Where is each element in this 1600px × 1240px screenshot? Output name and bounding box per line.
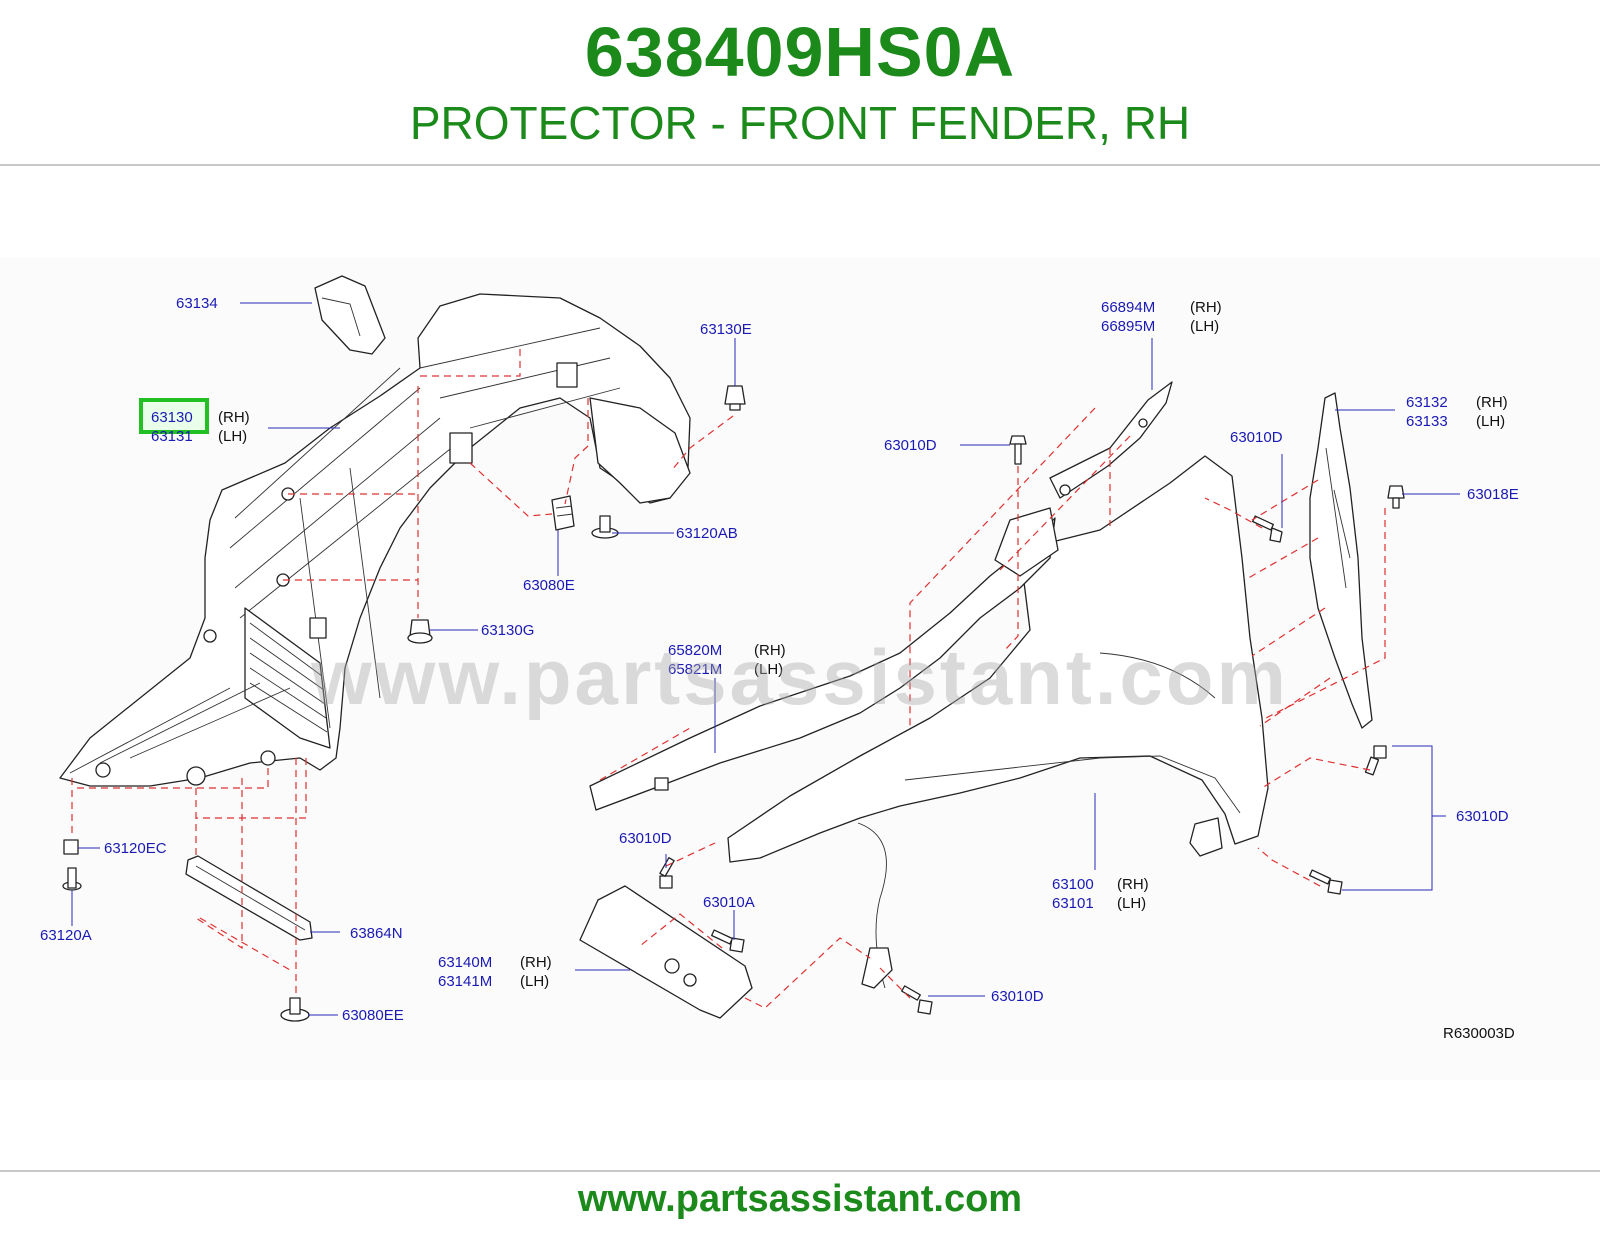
front-fender-drawing xyxy=(579,381,1405,1019)
callout-63080E[interactable]: 63080E xyxy=(523,577,575,594)
callout-63140M[interactable]: 63140M xyxy=(438,954,492,971)
callout-63101[interactable]: 63101 xyxy=(1052,895,1094,912)
callout-63120A[interactable]: 63120A xyxy=(40,927,92,944)
callout-63133[interactable]: 63133 xyxy=(1406,413,1448,430)
footer-website-link[interactable]: www.partsassistant.com xyxy=(577,1178,1023,1220)
callout-63010D[interactable]: 63010D xyxy=(619,830,672,847)
part-name-subtitle: PROTECTOR - FRONT FENDER, RH xyxy=(409,97,1191,149)
callout-63141M[interactable]: 63141M xyxy=(438,973,492,990)
fender-protector-drawing xyxy=(59,275,691,787)
callout-63134[interactable]: 63134 xyxy=(176,295,218,312)
side-lh: (LH) xyxy=(1190,318,1219,335)
watermark-text: www.partsassistant.com xyxy=(311,633,1289,721)
liner-fasteners xyxy=(62,385,746,1022)
exploded-view-drawing: 63134 63130 (RH) 63131 (LH) 63130E 63120… xyxy=(40,275,1519,1042)
diagram-reference-code: R630003D xyxy=(1443,1025,1515,1042)
side-rh: (RH) xyxy=(754,642,786,659)
callout-63100[interactable]: 63100 xyxy=(1052,876,1094,893)
callout-65821M[interactable]: 65821M xyxy=(668,661,722,678)
part-number-title: 638409HS0A xyxy=(584,13,1016,91)
callout-65820M[interactable]: 65820M xyxy=(668,642,722,659)
liner-guide-lines xyxy=(71,346,734,998)
highlighted-callout-box[interactable] xyxy=(139,398,209,434)
parts-diagram: 63134 63130 (RH) 63131 (LH) 63130E 63120… xyxy=(0,258,1600,1080)
side-rh: (RH) xyxy=(1117,876,1149,893)
callout-63132[interactable]: 63132 xyxy=(1406,394,1448,411)
callout-63010A[interactable]: 63010A xyxy=(703,894,755,911)
header-divider xyxy=(0,164,1600,166)
side-lh: (LH) xyxy=(1476,413,1505,430)
callout-63010D[interactable]: 63010D xyxy=(991,988,1044,1005)
callout-63010D[interactable]: 63010D xyxy=(884,437,937,454)
side-lh: (LH) xyxy=(520,973,549,990)
callout-63130E[interactable]: 63130E xyxy=(700,321,752,338)
callout-63010D[interactable]: 63010D xyxy=(1230,429,1283,446)
callout-63018E[interactable]: 63018E xyxy=(1467,486,1519,503)
side-rh: (RH) xyxy=(1190,299,1222,316)
callout-63130G[interactable]: 63130G xyxy=(481,622,534,639)
callout-63010D[interactable]: 63010D xyxy=(1456,808,1509,825)
fender-guide-lines xyxy=(599,407,1386,1009)
callout-63864N[interactable]: 63864N xyxy=(350,925,403,942)
side-rh: (RH) xyxy=(218,409,250,426)
callout-63131[interactable]: 63131 xyxy=(151,428,193,445)
leader-lines xyxy=(71,302,1460,1016)
callout-66894M[interactable]: 66894M xyxy=(1101,299,1155,316)
side-lh: (LH) xyxy=(218,428,247,445)
callout-63130-highlighted[interactable]: 63130 xyxy=(151,409,193,426)
callout-63120AB[interactable]: 63120AB xyxy=(676,525,738,542)
side-lh: (LH) xyxy=(754,661,783,678)
footer-divider xyxy=(0,1170,1600,1172)
side-rh: (RH) xyxy=(520,954,552,971)
callout-66895M[interactable]: 66895M xyxy=(1101,318,1155,335)
callout-63080EE[interactable]: 63080EE xyxy=(342,1007,404,1024)
page-header: 638409HS0A PROTECTOR - FRONT FENDER, RH xyxy=(0,0,1600,168)
callout-63120EC[interactable]: 63120EC xyxy=(104,840,167,857)
side-rh: (RH) xyxy=(1476,394,1508,411)
side-lh: (LH) xyxy=(1117,895,1146,912)
